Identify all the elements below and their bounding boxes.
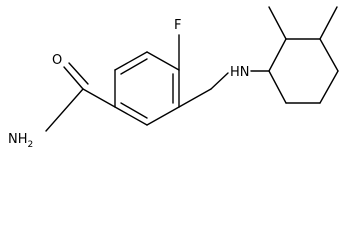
amide-nitrogen-label: NH: [8, 132, 28, 147]
amide-group: O NH2: [8, 53, 116, 150]
ring-bond: [114, 51, 148, 71]
ring-bond: [146, 51, 180, 71]
fluorine-atom: F: [174, 18, 181, 33]
carbonyl-double-bond: [68, 62, 89, 85]
chemical-structure: O NH2 F HN: [8, 6, 339, 150]
amide-nitrogen-subscript: 2: [28, 140, 34, 150]
amide-cn-bond: [45, 88, 84, 132]
methylene-amine-linker: HN: [178, 65, 270, 108]
benzyl-bond: [178, 88, 212, 108]
benzene-ring: [114, 51, 180, 126]
methyl-bond: [319, 6, 338, 40]
cyclohexane-bond: [319, 70, 339, 104]
cyclohexane-bond: [319, 38, 339, 72]
cyclohexane-ring: [268, 38, 339, 104]
ring-bond: [146, 106, 180, 126]
cyclohexane-bond: [268, 70, 287, 104]
ring-double-bond: [120, 102, 148, 119]
carbonyl-double-bond: [63, 66, 84, 90]
ring-bond: [114, 106, 148, 126]
cyclohexane-bond: [268, 38, 287, 72]
amine-nitrogen-atom: HN: [230, 65, 250, 80]
methyl-groups: [268, 6, 338, 40]
ring-double-bond: [120, 58, 148, 75]
methyl-bond: [268, 6, 287, 40]
oxygen-atom: O: [52, 53, 62, 68]
carbonyl-carbon-bond: [82, 88, 116, 108]
ch2-n-bond: [210, 72, 229, 90]
amide-nitrogen-atom: NH2: [8, 132, 33, 150]
fluorine-substituent: F: [174, 18, 181, 71]
